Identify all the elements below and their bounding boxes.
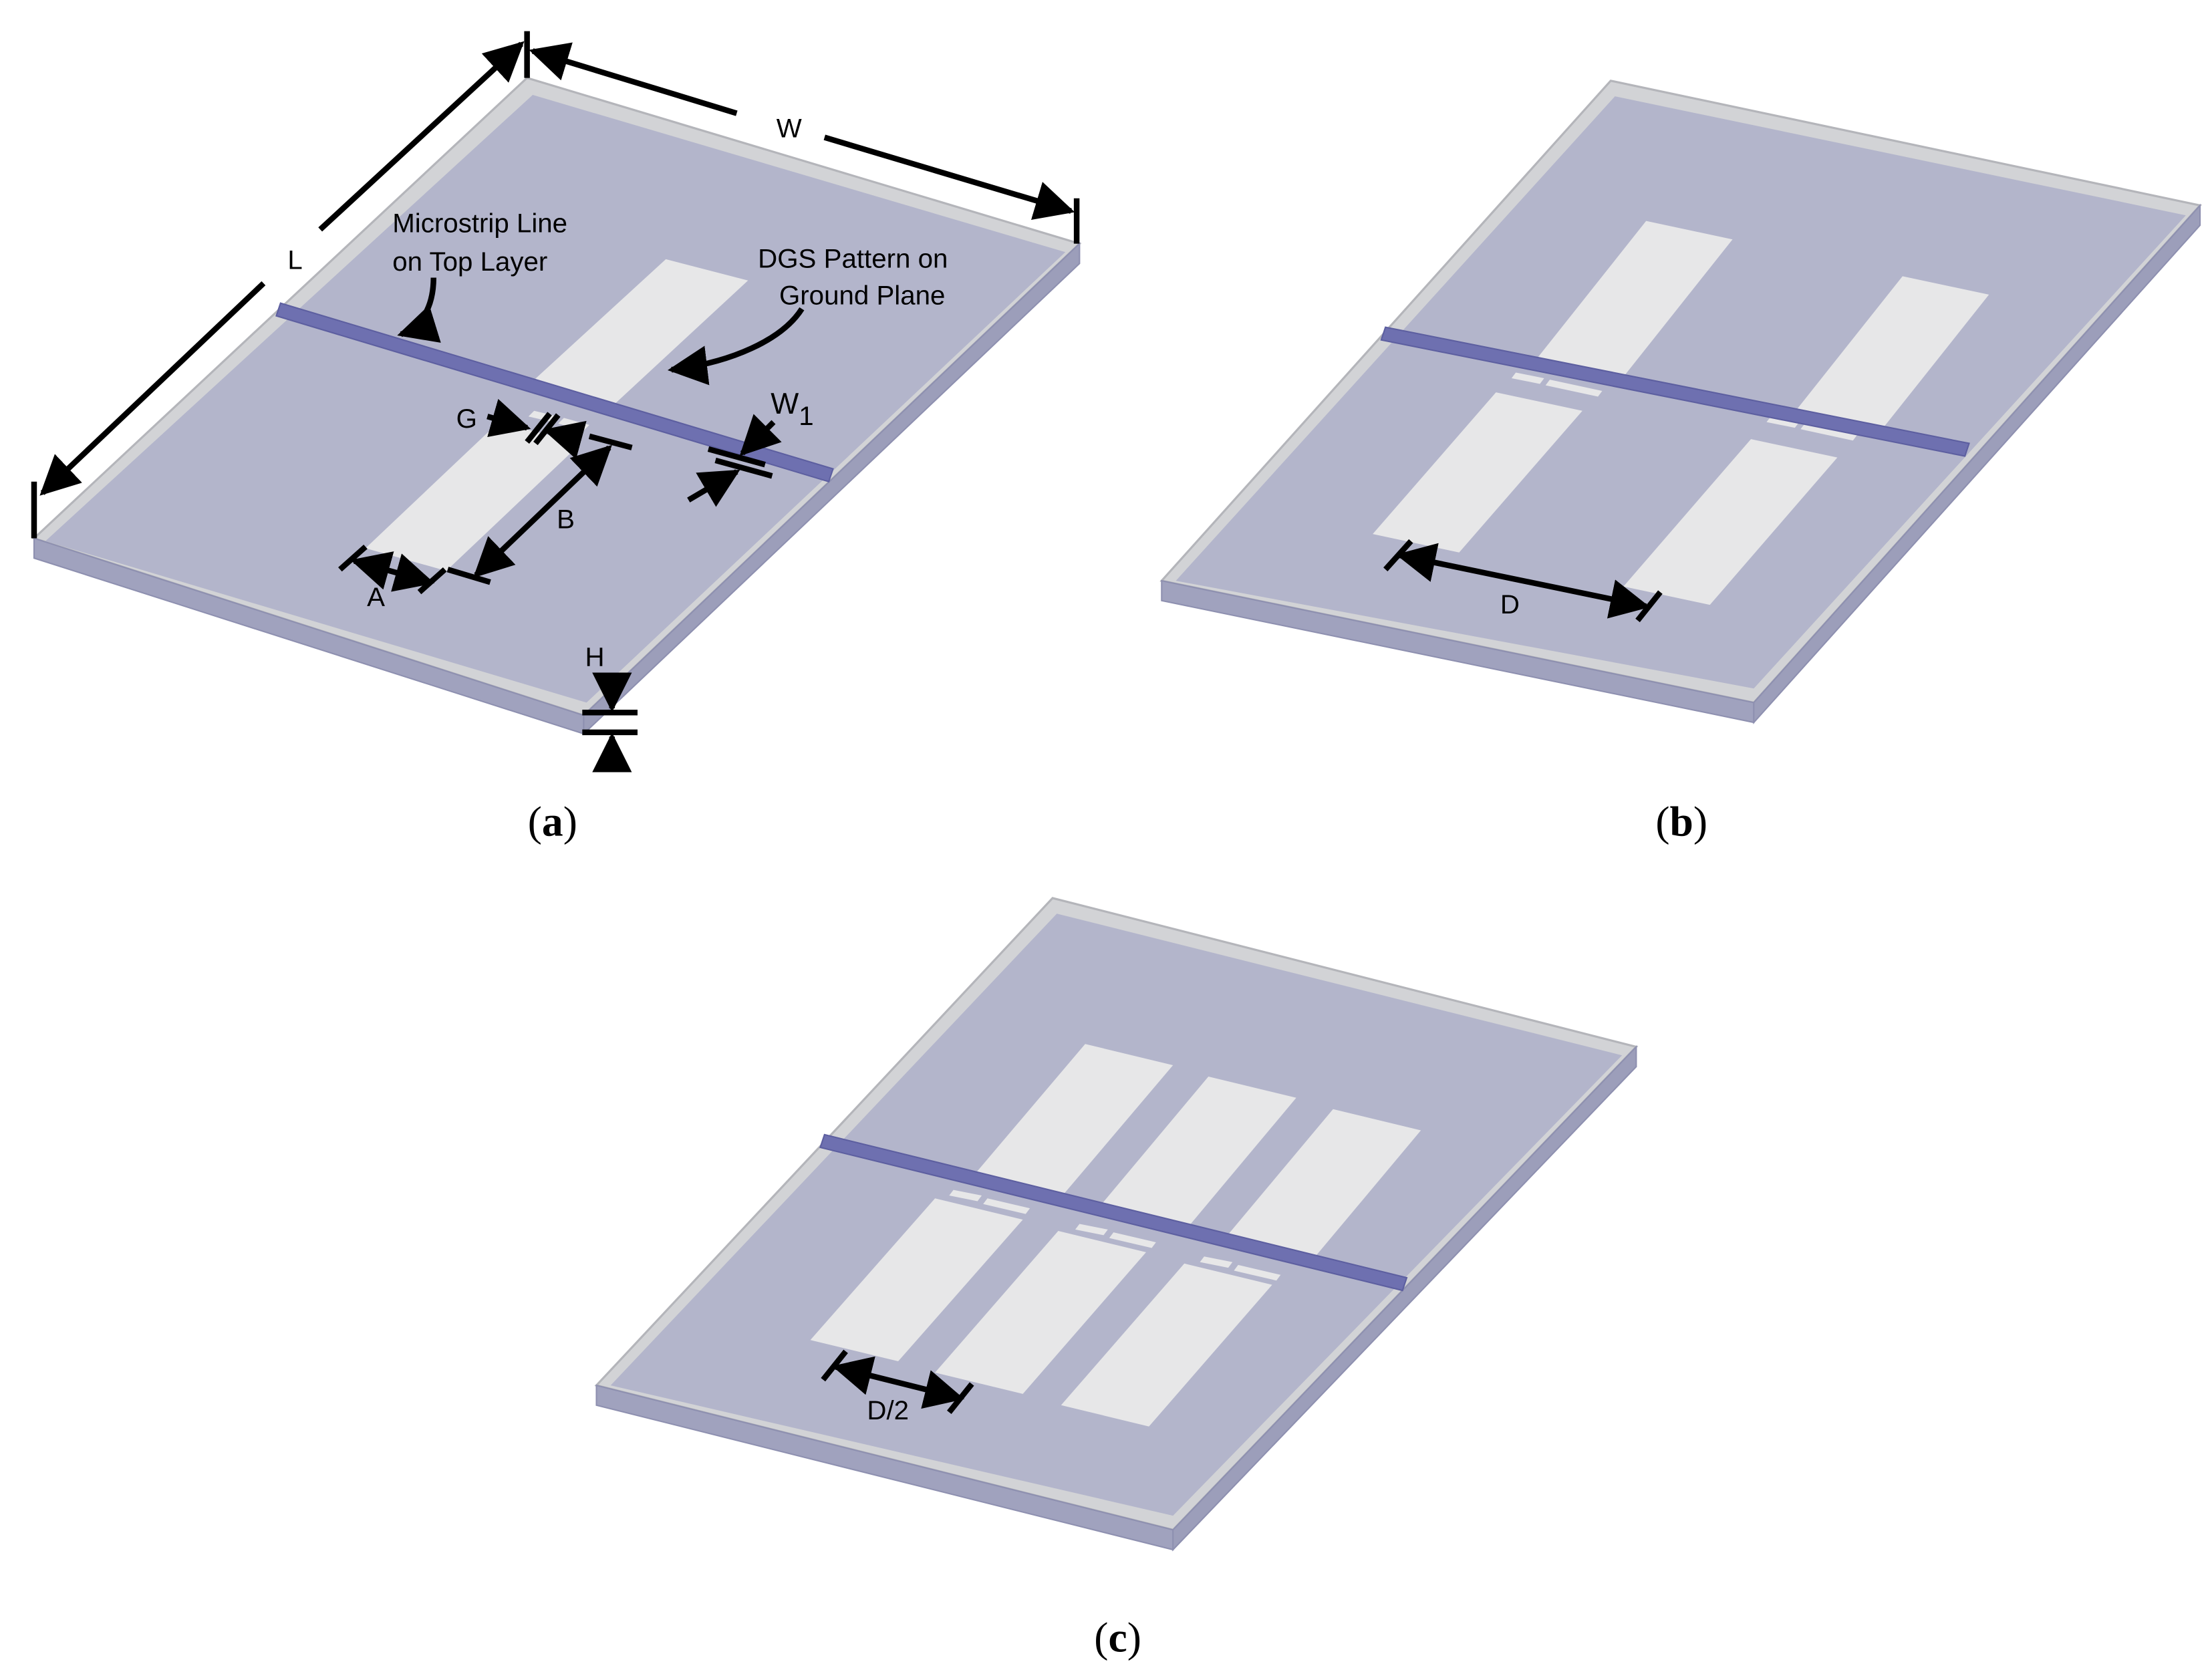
panel-c: D/2 (c) [594,897,1639,1661]
dim-slot-length-b [446,433,633,585]
caption-c: (c) [1094,1614,1141,1661]
label-width: W [777,114,802,144]
dgs-slots-b [1373,221,1989,605]
label-slot-length: B [557,505,575,535]
caption-b: (b) [1655,798,1707,845]
substrate-a [31,76,1082,736]
microstrip-callout-arrow [397,277,441,343]
label-microstrip-line-1: Microstrip Line [392,208,567,239]
caption-a-letter: a [542,798,563,845]
microstrip-line-a [275,302,834,483]
label-spacing-d-half: D/2 [867,1395,909,1425]
substrate-c [594,897,1639,1552]
label-length: L [287,245,302,275]
label-strip-width: W1 [771,388,813,431]
dim-gap-g [487,398,587,460]
dim-spacing-d-half [821,1349,974,1415]
dgs-slots-c [810,1044,1421,1427]
label-dgs-pattern-1: DGS Pattern on [758,244,948,274]
microstrip-line-b [1380,326,1970,457]
label-gap: G [456,404,477,434]
dim-length-l [31,31,530,539]
dim-height-h [582,672,638,773]
dim-spacing-d [1383,539,1663,623]
label-strip-width-sub: 1 [799,401,813,431]
label-height: H [585,642,605,672]
dim-strip-width-w1 [687,414,782,507]
caption-c-letter: c [1108,1614,1127,1661]
caption-a: (a) [528,798,577,845]
microstrip-line-c [819,1133,1408,1292]
dim-slot-width-a [338,545,447,595]
caption-b-letter: b [1670,798,1693,845]
dgs-callout-arrow [667,307,805,386]
label-spacing-d: D [1500,589,1520,619]
panel-b: D (b) [1159,80,2203,845]
label-strip-width-main: W [771,388,799,420]
substrate-b [1159,80,2203,724]
label-dgs-pattern-2: Ground Plane [779,281,945,311]
label-microstrip-line-2: on Top Layer [392,247,547,277]
label-slot-width: A [367,582,385,612]
panel-a: L W Microstrip Line on Top Layer DGS Pat… [31,31,1082,845]
dim-width-w [529,42,1080,244]
